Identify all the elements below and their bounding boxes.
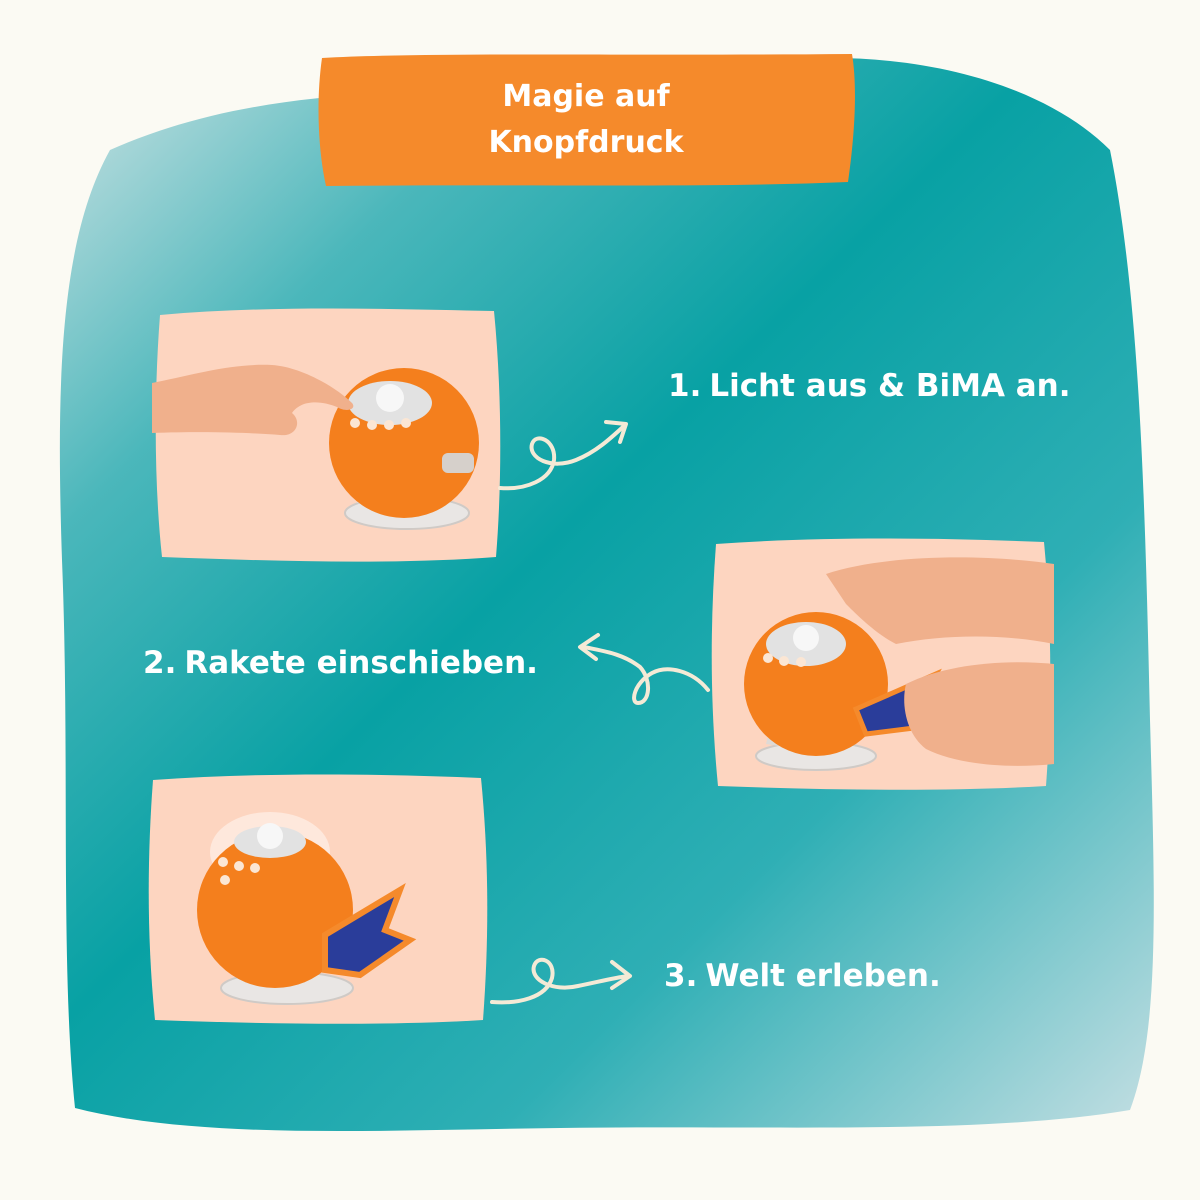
step-1-label: Licht aus & BiMA an. <box>709 368 1071 404</box>
step-1-text: 1.Licht aus & BiMA an. <box>668 368 1071 404</box>
curly-arrow-right-icon <box>490 957 632 1005</box>
step-2-number: 2. <box>143 645 177 681</box>
title-banner-shape <box>318 54 855 186</box>
title-banner: Magie auf Knopfdruck <box>312 50 860 190</box>
step-2-label: Rakete einschieben. <box>184 645 538 681</box>
step-2-image <box>706 534 1054 794</box>
curly-arrow-left-icon <box>578 633 710 706</box>
title-line-2: Knopfdruck <box>488 125 684 160</box>
step-1-number: 1. <box>668 368 702 404</box>
title-line-1: Magie auf <box>502 79 670 114</box>
step-3-label: Welt erleben. <box>705 958 941 994</box>
step-3-image <box>145 770 490 1028</box>
title-text: Magie auf Knopfdruck <box>312 50 860 190</box>
step-1-image <box>152 303 504 565</box>
step-3-text: 3.Welt erleben. <box>664 958 941 994</box>
curly-arrow-right-icon <box>498 420 628 491</box>
step-3-number: 3. <box>664 958 698 994</box>
step-2-text: 2.Rakete einschieben. <box>143 645 538 681</box>
